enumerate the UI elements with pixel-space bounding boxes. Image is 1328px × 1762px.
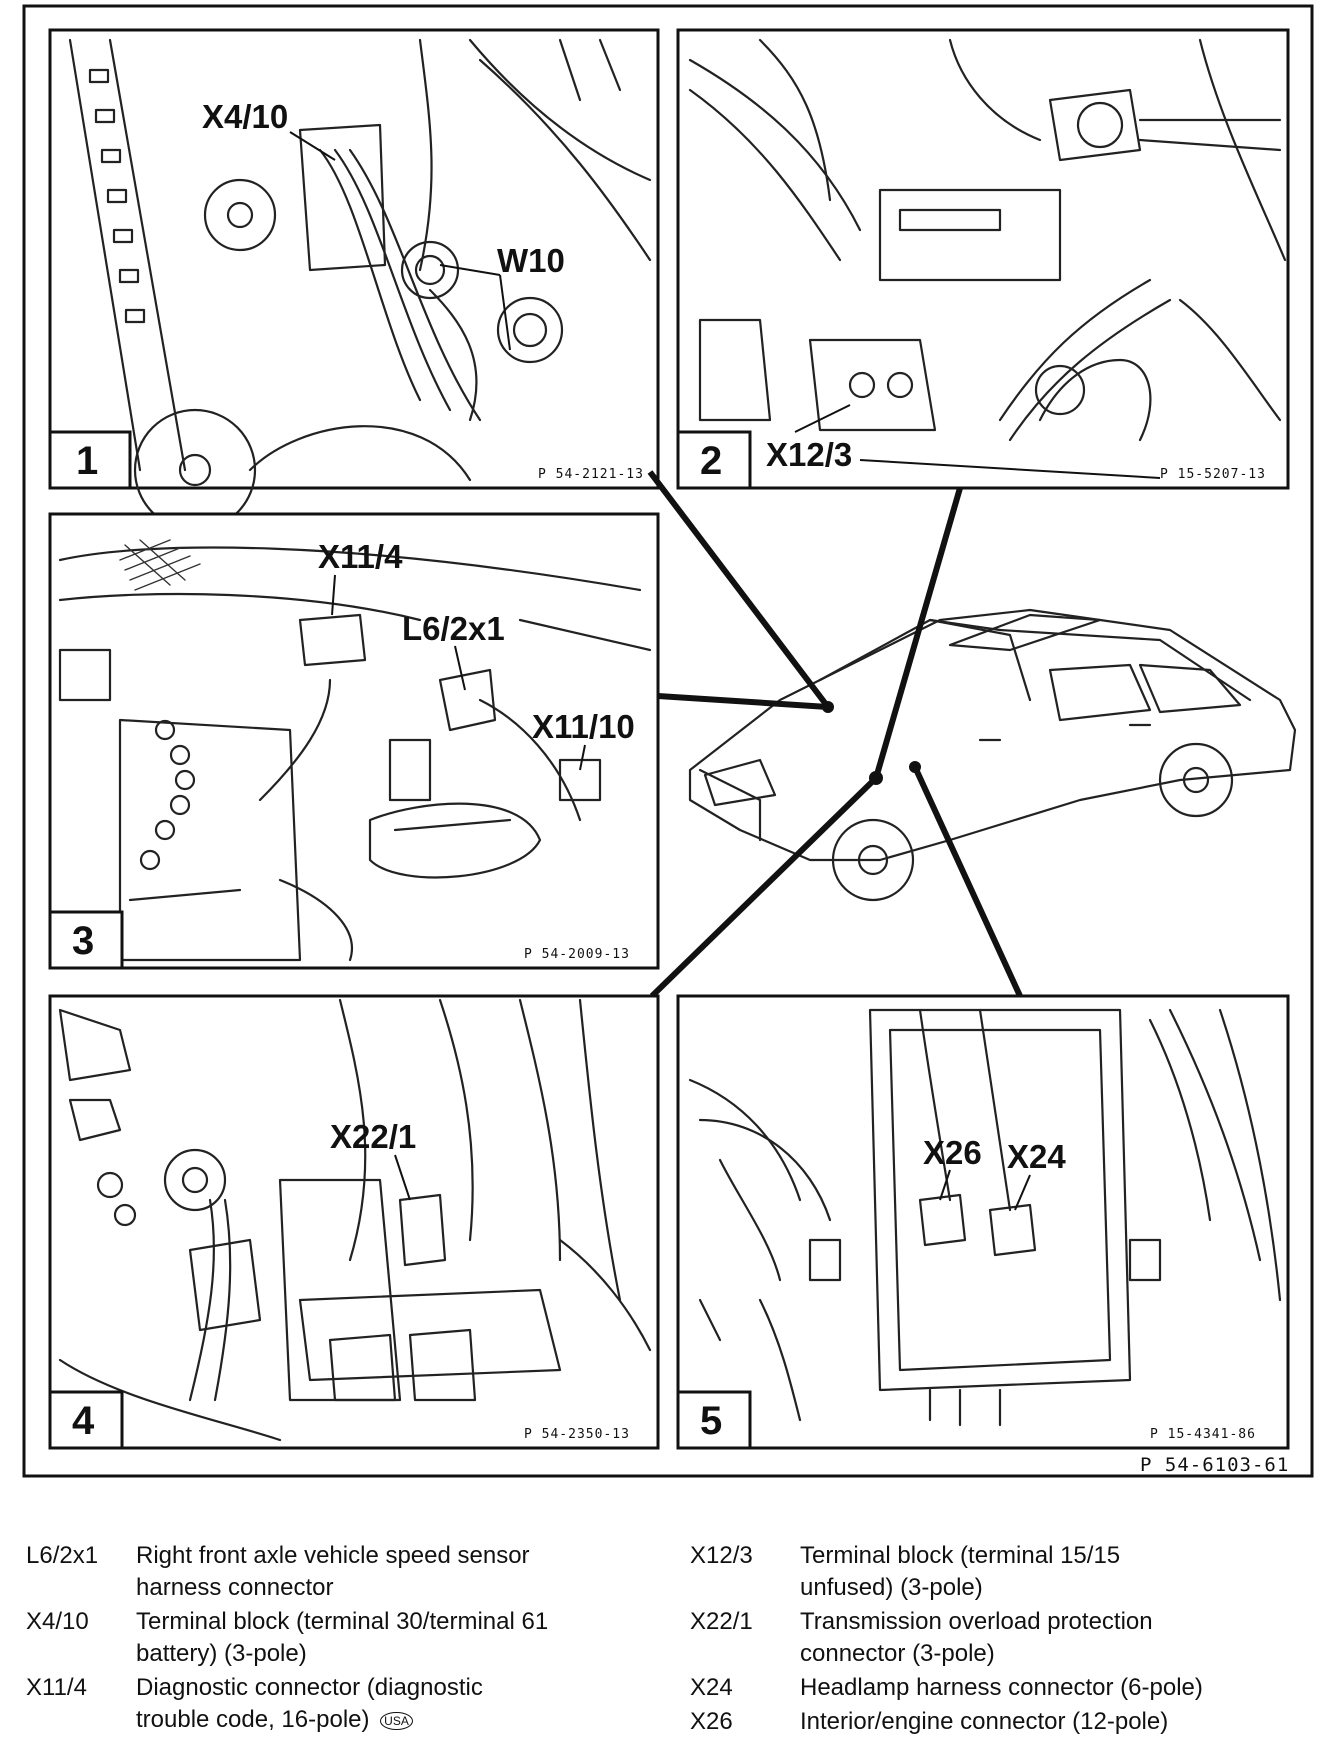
legend-code: X24	[690, 1674, 733, 1701]
legend-description: Diagnostic connector (diagnostic trouble…	[136, 1674, 483, 1733]
car-illustration	[688, 608, 1297, 902]
label-x24: X24	[1007, 1138, 1066, 1175]
outer-frame	[22, 4, 1314, 1478]
panel-1-reference: P 54-2121-13	[538, 467, 644, 482]
legend-description: Terminal block (terminal 30/terminal 61 …	[136, 1608, 549, 1667]
figure-reference: P 54-6103-61	[1140, 1454, 1289, 1476]
panel-1: X4/10 W10 1 P 54-2121-13	[48, 28, 660, 532]
legend-code: X4/10	[26, 1608, 89, 1635]
legend-code: X22/1	[690, 1608, 753, 1635]
label-x26: X26	[923, 1134, 982, 1171]
panel-5: X26 X24 5 P 15-4341-86	[676, 994, 1290, 1450]
legend-code: L6/2x1	[26, 1542, 99, 1569]
legend-item: X12/3 Terminal block (terminal 15/15 unf…	[690, 1540, 1320, 1604]
legend-item: X26 Interior/engine connector (12-pole)	[690, 1706, 1320, 1738]
label-l6-2x1: L6/2x1	[402, 610, 505, 647]
panel-3: X11/4 L6/2x1 X11/10 3 P 54-2009-13	[48, 512, 660, 970]
label-x22-1: X22/1	[330, 1118, 416, 1155]
panel-5-reference: P 15-4341-86	[1150, 1427, 1256, 1442]
panel-4-reference: P 54-2350-13	[524, 1427, 630, 1442]
connector-location-diagram: X4/10 W10 1 P 54-2121-13 X12/3	[22, 4, 1314, 1478]
label-x12-3: X12/3	[766, 436, 852, 473]
legend-description: Interior/engine connector (12-pole)	[800, 1708, 1169, 1735]
legend-item: X11/4 Diagnostic connector (diagnostic t…	[26, 1672, 666, 1736]
usa-badge: USA	[380, 1711, 413, 1730]
panel-4-number: 4	[72, 1399, 95, 1443]
legend-description: Transmission overload protection connect…	[800, 1608, 1153, 1667]
legend-right-column: X12/3 Terminal block (terminal 15/15 unf…	[690, 1540, 1320, 1740]
panel-5-number: 5	[700, 1399, 722, 1443]
panel-2-reference: P 15-5207-13	[1160, 467, 1266, 482]
panel-3-reference: P 54-2009-13	[524, 947, 630, 962]
legend-left-column: L6/2x1 Right front axle vehicle speed se…	[26, 1540, 666, 1738]
panel-2: X12/3 2 P 15-5207-13	[676, 28, 1290, 490]
legend-code: X12/3	[690, 1542, 753, 1569]
panel-3-number: 3	[72, 919, 94, 963]
legend-item: L6/2x1 Right front axle vehicle speed se…	[26, 1540, 666, 1604]
label-x11-10: X11/10	[532, 708, 635, 745]
legend-description: Right front axle vehicle speed sensor ha…	[136, 1542, 530, 1601]
label-x4-10: X4/10	[202, 98, 288, 135]
legend-item: X22/1 Transmission overload protection c…	[690, 1606, 1320, 1670]
legend-description: Terminal block (terminal 15/15 unfused) …	[800, 1542, 1121, 1601]
panel-1-number: 1	[76, 439, 98, 483]
legend-item: X24 Headlamp harness connector (6-pole)	[690, 1672, 1320, 1704]
legend-description: Headlamp harness connector (6-pole)	[800, 1674, 1203, 1701]
legend-item: X4/10 Terminal block (terminal 30/termin…	[26, 1606, 666, 1670]
panel-2-number: 2	[700, 439, 722, 483]
panel-4: X22/1 4 P 54-2350-13	[48, 994, 660, 1450]
legend-code: X26	[690, 1708, 733, 1735]
legend: L6/2x1 Right front axle vehicle speed se…	[0, 1540, 1328, 1750]
legend-code: X11/4	[26, 1674, 87, 1701]
label-w10: W10	[497, 242, 565, 279]
label-x11-4: X11/4	[318, 538, 403, 575]
connector-lines	[647, 470, 1023, 999]
